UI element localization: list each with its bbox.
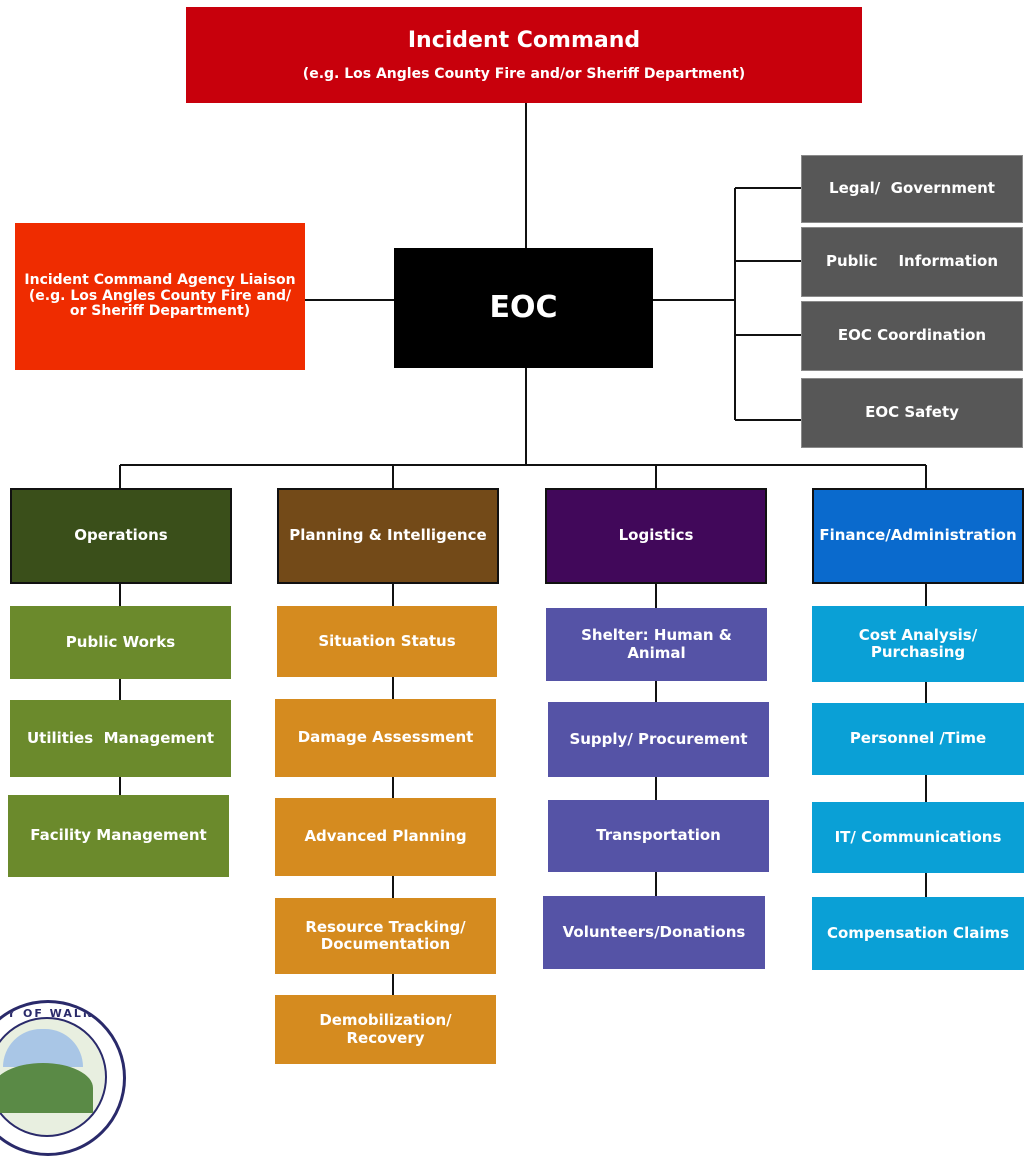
unit-label: Advanced Planning bbox=[304, 827, 467, 846]
unit-label: Resource Tracking/ bbox=[305, 917, 466, 936]
connector-lines bbox=[119, 103, 927, 995]
unit-shelter-human-animal: Shelter: Human & Animal bbox=[546, 608, 767, 681]
section-logistics: Logistics bbox=[545, 488, 767, 584]
liaison-line: Incident Command Agency Liaison bbox=[24, 271, 296, 288]
unit-label: IT/ Communications bbox=[834, 827, 1002, 846]
unit-personnel-time: Personnel /Time bbox=[812, 703, 1024, 775]
staff-label: Public Information bbox=[825, 252, 998, 271]
unit-label: Facility Management bbox=[30, 826, 207, 845]
unit-label: Transportation bbox=[596, 826, 721, 845]
unit-compensation-claims: Compensation Claims bbox=[812, 897, 1024, 970]
unit-label: Situation Status bbox=[318, 631, 456, 650]
section-operations: Operations bbox=[10, 488, 232, 584]
section-label: Operations bbox=[74, 526, 168, 545]
unit-resource-tracking-documentation: Resource Tracking/ Documentation bbox=[275, 898, 496, 974]
unit-transportation: Transportation bbox=[548, 800, 769, 872]
unit-damage-assessment: Damage Assessment bbox=[275, 699, 496, 777]
staff-box-eoc-coordination: EOC Coordination bbox=[801, 301, 1023, 371]
section-label: Logistics bbox=[618, 526, 694, 545]
eoc-label: EOC bbox=[489, 289, 558, 325]
unit-label: Public Works bbox=[65, 632, 176, 651]
eoc-box: EOC bbox=[394, 248, 653, 368]
unit-label: Compensation Claims bbox=[826, 923, 1010, 942]
section-label: Planning & Intelligence bbox=[289, 526, 487, 545]
unit-public-works: Public Works bbox=[10, 606, 231, 679]
seal-text: CITY OF WALNUT bbox=[0, 1007, 115, 1020]
staff-label: EOC Coordination bbox=[837, 326, 987, 345]
unit-label: Supply/ Procurement bbox=[569, 729, 748, 748]
unit-label: Cost Analysis/ Purchasing bbox=[858, 625, 978, 661]
liaison-line: (e.g. Los Angles County Fire and/ bbox=[28, 287, 292, 304]
unit-situation-status: Situation Status bbox=[277, 606, 497, 677]
staff-box-legal-government: Legal/ Government bbox=[801, 155, 1023, 223]
unit-label: Volunteers/Donations bbox=[562, 922, 746, 941]
unit-demobilization-recovery: Demobilization/ Recovery bbox=[275, 995, 496, 1064]
liaison-line: or Sheriff Department) bbox=[69, 303, 251, 320]
seal-hill bbox=[0, 1063, 93, 1113]
unit-utilities-management: Utilities Management bbox=[10, 700, 231, 777]
unit-volunteers-donations: Volunteers/Donations bbox=[543, 896, 765, 969]
unit-advanced-planning: Advanced Planning bbox=[275, 798, 496, 876]
unit-label: Damage Assessment bbox=[297, 728, 474, 747]
incident-command-box: Incident Command (e.g. Los Angles County… bbox=[186, 7, 862, 103]
unit-label: Utilities Management bbox=[26, 728, 215, 747]
section-planning-intelligence: Planning & Intelligence bbox=[277, 488, 499, 584]
unit-it-communications: IT/ Communications bbox=[812, 802, 1024, 873]
section-finance-administration: Finance/Administration bbox=[812, 488, 1024, 584]
incident-command-subtitle: (e.g. Los Angles County Fire and/or Sher… bbox=[302, 65, 746, 82]
unit-label: Personnel /Time bbox=[849, 729, 987, 748]
unit-label: Demobilization/ Recovery bbox=[319, 1011, 452, 1047]
staff-box-eoc-safety: EOC Safety bbox=[801, 378, 1023, 448]
unit-facility-management: Facility Management bbox=[8, 795, 229, 877]
unit-cost-analysis-purchasing: Cost Analysis/ Purchasing bbox=[812, 606, 1024, 682]
section-label: Finance/Administration bbox=[819, 526, 1017, 545]
agency-liaison-box: Incident Command Agency Liaison (e.g. Lo… bbox=[15, 223, 305, 370]
unit-supply-procurement: Supply/ Procurement bbox=[548, 702, 769, 777]
staff-label: Legal/ Government bbox=[829, 179, 995, 198]
unit-label: Shelter: Human & Animal bbox=[581, 626, 732, 662]
staff-label: EOC Safety bbox=[865, 403, 959, 422]
staff-box-public-information: Public Information bbox=[801, 227, 1023, 297]
incident-command-title: Incident Command bbox=[407, 28, 641, 54]
unit-label: Documentation bbox=[320, 935, 451, 953]
